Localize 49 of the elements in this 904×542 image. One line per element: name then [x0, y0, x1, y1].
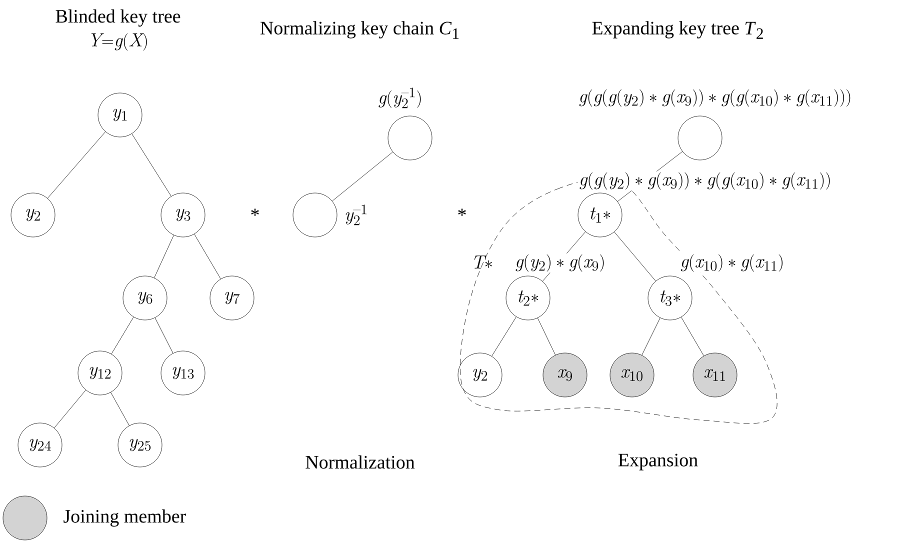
node-caption: $g(x_{10})*g(x_{11})$: [678, 253, 786, 273]
tree-edge: [194, 234, 221, 280]
label-text: Expansion: [618, 454, 698, 470]
tree-node: $y_{7}$: [210, 276, 254, 320]
tree-node: $y_{12}$: [78, 350, 122, 396]
tree-edge: [54, 390, 86, 428]
tree-node: [678, 116, 722, 160]
tree-node: $t_{1}*$: [578, 192, 622, 238]
operator-symbol: *: [251, 208, 259, 216]
label-text: Expanding key tree T$_{2}$: [592, 21, 763, 39]
tree-edge: [154, 234, 174, 278]
tree-node: [388, 116, 432, 160]
label-text: Normalization: [306, 455, 415, 469]
tree-edge: [681, 316, 704, 356]
label-text: $Y{=}g(X)$: [91, 33, 147, 51]
legend-text: Joining member: [64, 509, 186, 527]
label-text: Blinded key tree: [56, 9, 180, 27]
tree-node: $y_{3}$: [160, 192, 206, 238]
tree-edge: [614, 232, 656, 282]
tree-node: $t_{2}*$: [506, 276, 550, 320]
tree-node: $x_{10}$: [610, 352, 654, 398]
tree-node: $t_{3}*$: [648, 276, 692, 320]
tree-node: $y_{24}$: [18, 422, 62, 468]
node-caption: $g(y_{2})*g(x_{9})$: [514, 253, 606, 273]
tree-edge: [492, 316, 516, 356]
tree-node: $y_{25}$: [118, 422, 162, 468]
tree-edge: [110, 392, 130, 426]
tree-edge: [47, 132, 106, 198]
operator-symbol: *: [458, 208, 466, 216]
tree-edge: [132, 134, 172, 196]
tree-node: $y_{1}$: [98, 92, 142, 138]
node-caption: $g(y_{2}^{-1})$: [376, 86, 424, 110]
tree-edge: [642, 318, 660, 356]
tree-node: $x_{11}$: [692, 352, 738, 398]
node-caption: $g(g(g(y_{2})*g(x_{9}))*g(g(x_{10})*g(x_{11})))$: [577, 88, 853, 108]
tree-node: $y_{2}$: [10, 192, 56, 238]
node-caption: $g(g(y_{2})*g(x_{9}))*g(g(x_{10})*g(x_{11}))$: [578, 171, 832, 191]
tree-node: [292, 192, 338, 238]
tree-node: $y_{13}$: [160, 350, 206, 396]
node-caption: $y_{2}^{-1}$: [343, 204, 370, 226]
tree-edge: [111, 316, 134, 354]
tree-edge: [154, 318, 174, 354]
tree-node: $x_{9}$: [542, 352, 588, 398]
tree-edge: [332, 152, 393, 202]
tree-node: $y_{6}$: [122, 276, 168, 320]
tree-edge: [537, 318, 556, 356]
tree-node: $y_{2}$: [458, 352, 502, 398]
label-text: Normalizing key chain C$_{1}$: [260, 21, 459, 39]
label-text: $T*$: [474, 256, 492, 268]
